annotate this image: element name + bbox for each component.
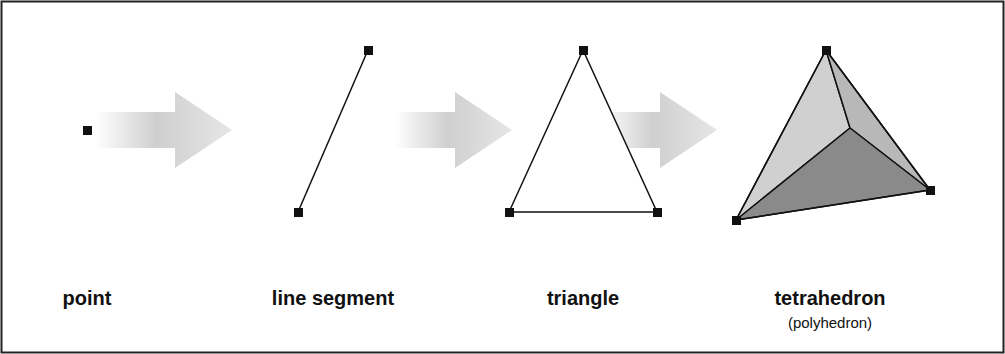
triangle-figure — [505, 46, 662, 217]
shape-name: point — [63, 287, 112, 310]
tetrahedron-figure — [732, 46, 935, 225]
shape-name: tetrahedron — [774, 287, 885, 310]
shape-name: triangle — [547, 287, 619, 310]
progression-arrow — [95, 92, 232, 168]
shape-name: line segment — [272, 287, 394, 310]
point-vertex — [83, 126, 92, 135]
progression-arrow — [395, 92, 512, 168]
line-segment-figure — [294, 46, 373, 217]
shape-class-note: (polyhedron) — [788, 314, 872, 331]
